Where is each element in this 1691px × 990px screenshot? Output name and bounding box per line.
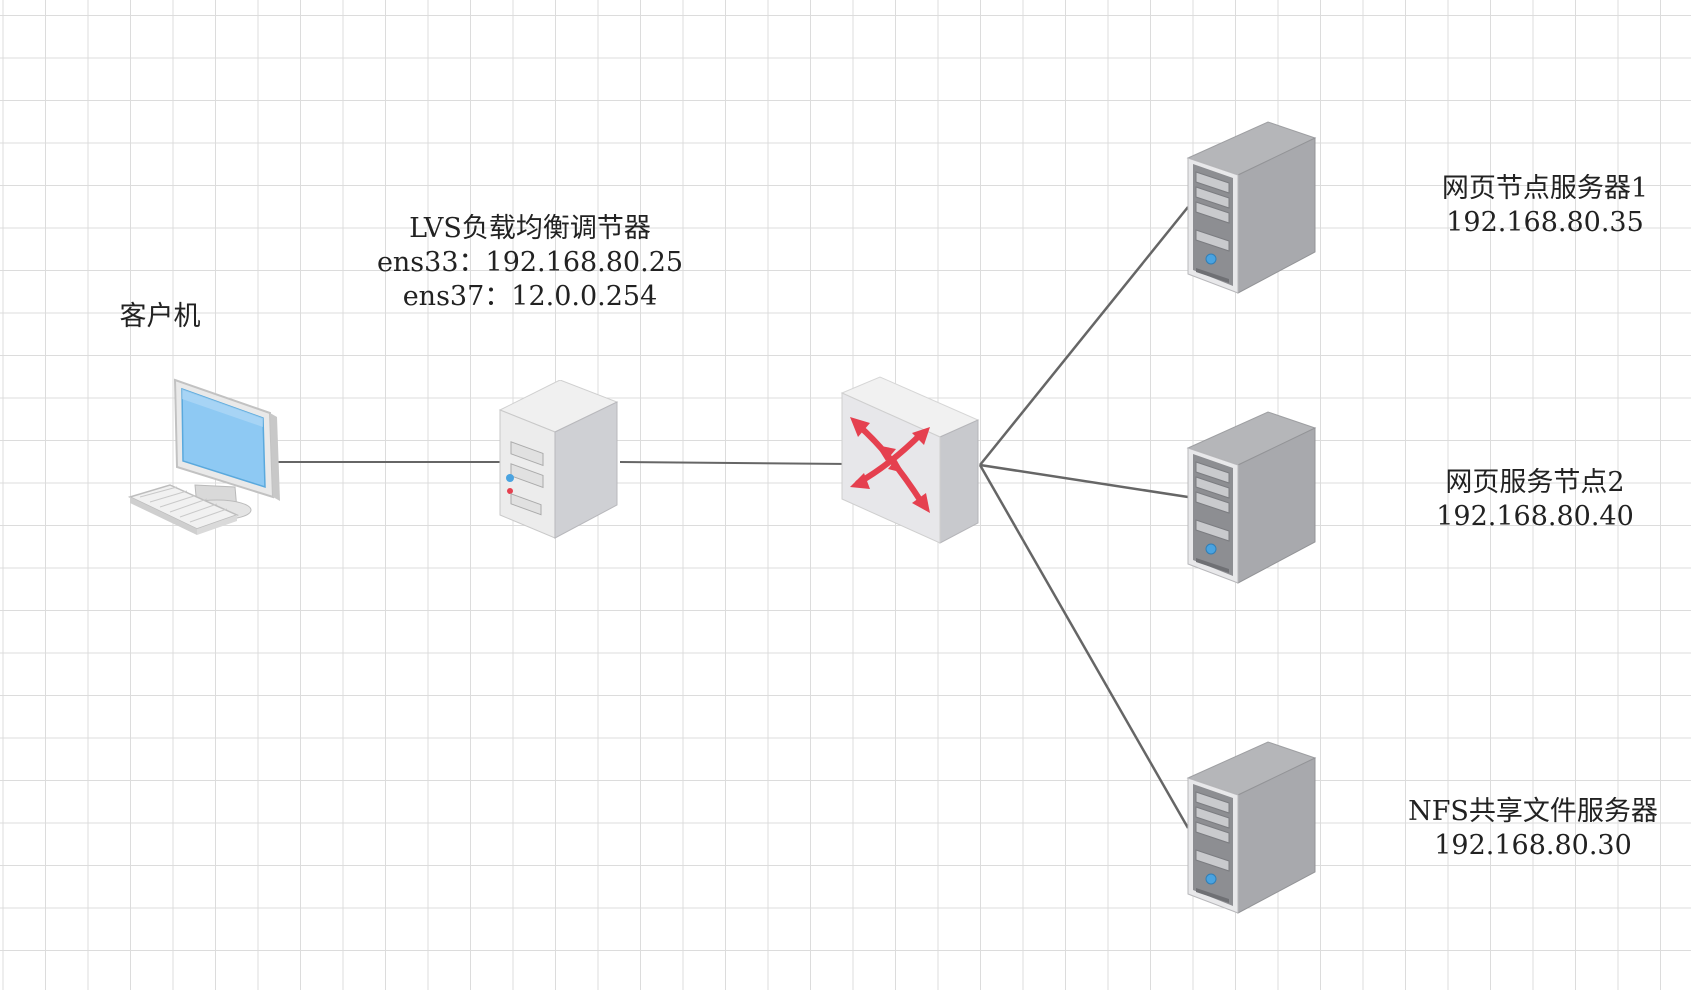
server-icon[interactable]: [495, 380, 625, 540]
wire-switch-web1[interactable]: [979, 206, 1189, 466]
web2-title: 网页服务节点2: [1445, 467, 1625, 498]
web2-label: 网页服务节点2 192.168.80.40: [1410, 466, 1660, 534]
nfs-title: NFS共享文件服务器: [1408, 796, 1658, 827]
lvs-title: LVS负载均衡调节器: [409, 213, 651, 244]
client-label: 客户机: [105, 300, 215, 334]
wire-switch-web2[interactable]: [979, 463, 1189, 499]
network-switch-icon[interactable]: [840, 375, 985, 550]
wire-lvs-switch[interactable]: [619, 461, 851, 465]
server-tower-icon[interactable]: [1183, 740, 1318, 915]
nfs-label: NFS共享文件服务器 192.168.80.30: [1393, 795, 1673, 863]
server-tower-icon[interactable]: [1183, 120, 1318, 295]
server-tower-icon[interactable]: [1183, 410, 1318, 585]
lvs-ens37: ens37：12.0.0.254: [402, 281, 658, 312]
client-title: 客户机: [119, 301, 201, 332]
desktop-computer-icon[interactable]: [125, 375, 285, 550]
web1-ip: 192.168.80.35: [1446, 207, 1644, 238]
lvs-label: LVS负载均衡调节器 ens33：192.168.80.25 ens37：12.…: [345, 212, 715, 314]
lvs-ens33: ens33：192.168.80.25: [376, 247, 684, 278]
nfs-ip: 192.168.80.30: [1434, 830, 1632, 861]
web2-ip: 192.168.80.40: [1436, 501, 1634, 532]
web1-title: 网页节点服务器1: [1441, 173, 1649, 204]
web1-label: 网页节点服务器1 192.168.80.35: [1420, 172, 1670, 240]
wire-switch-nfs[interactable]: [978, 464, 1190, 829]
